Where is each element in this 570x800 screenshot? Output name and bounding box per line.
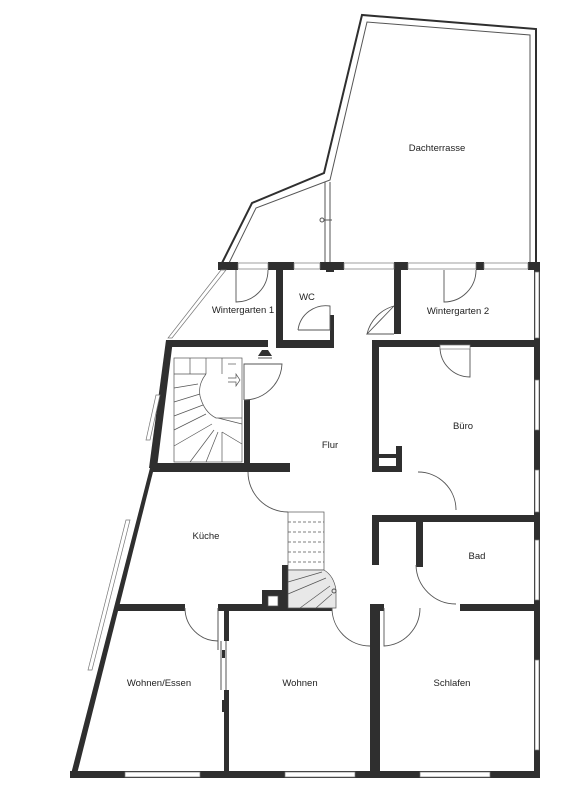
room-label-wintergarten-2: Wintergarten 2 — [427, 306, 489, 317]
room-label-flur: Flur — [322, 440, 338, 451]
room-label-dachterrasse: Dachterrasse — [409, 143, 466, 154]
room-label-buero: Büro — [453, 421, 473, 432]
room-label-wc: WC — [299, 292, 315, 303]
room-label-wintergarten-1: Wintergarten 1 — [212, 305, 274, 316]
room-label-wohnen: Wohnen — [282, 678, 317, 689]
room-label-kueche: Küche — [193, 531, 220, 542]
roof-terrace-outline — [221, 13, 537, 264]
staircase-upper — [173, 350, 272, 463]
doors — [184, 269, 477, 712]
room-labels: Dachterrasse Wintergarten 1 WC Wintergar… — [127, 143, 489, 689]
staircase-lower — [267, 511, 337, 609]
room-label-wohnen-essen: Wohnen/Essen — [127, 678, 191, 689]
room-label-schlafen: Schlafen — [434, 678, 471, 689]
walls — [70, 262, 540, 778]
room-label-bad: Bad — [469, 551, 486, 562]
windows — [87, 262, 540, 778]
